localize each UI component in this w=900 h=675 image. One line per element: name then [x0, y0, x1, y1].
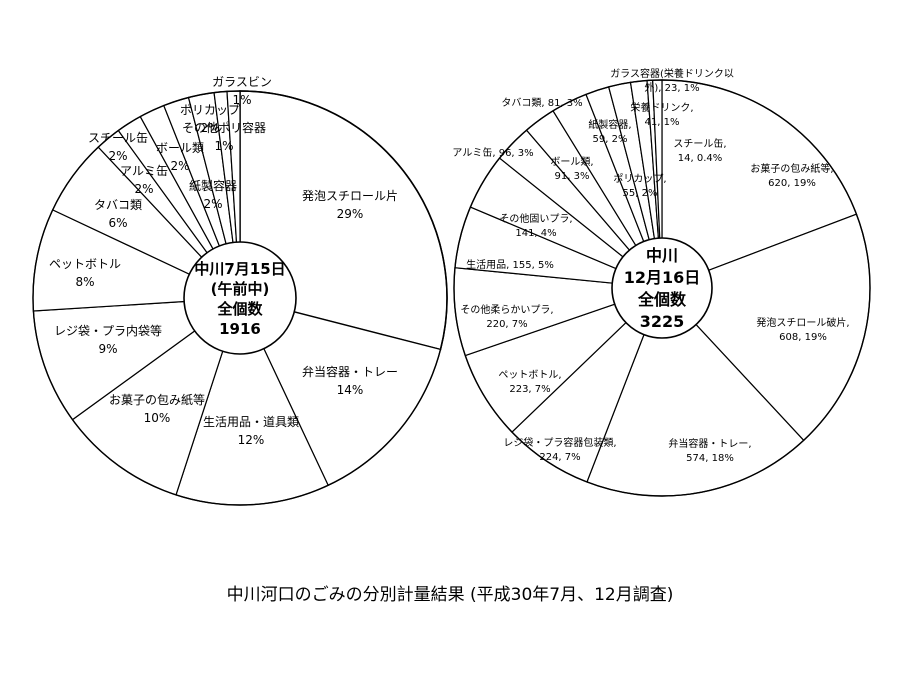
pie-slice-label: 紙製容器,59, 2%	[588, 118, 631, 145]
pie-outline	[32, 90, 448, 506]
pie-center-label: 12月16日	[624, 268, 701, 287]
pie-slice-label: 発泡スチロール破片,608, 19%	[756, 316, 849, 343]
pie-slice-label: その他柔らかいプラ,220, 7%	[460, 303, 553, 330]
pie-center-label: 全個数	[637, 290, 687, 309]
pie-slice-label: 栄養ドリンク,41, 1%	[630, 101, 693, 128]
pie-center-label: (午前中)	[211, 280, 270, 298]
pie-slice-label: ポリカップ,55, 2%	[613, 173, 666, 199]
pie-center-circle	[183, 241, 297, 355]
pie-center-label: 3225	[640, 312, 685, 331]
pie-slice-label: 生活用品, 155, 5%	[466, 258, 554, 271]
pie-slice-label: スチール缶,14, 0.4%	[673, 137, 726, 164]
pie-slice-label: ガラス容器(栄養ドリンク以外), 23, 1%	[610, 67, 734, 94]
pie-outline	[453, 79, 871, 497]
pie-center-label: 全個数	[216, 300, 263, 318]
pie-center-label: 中川	[646, 246, 678, 265]
pie-slice-label: タバコ類, 81, 3%	[501, 97, 582, 109]
pie-center-circle	[611, 237, 713, 339]
pie-slice-label: ボール類,91, 3%	[550, 156, 593, 182]
pie-slice-label: その他固いプラ,141, 4%	[499, 212, 572, 239]
pie-slice-label: ペットボトル,223, 7%	[498, 369, 561, 395]
pie-center-label: 1916	[219, 320, 261, 338]
figure-caption: 中川河口のごみの分別計量結果 (平成30年7月、12月調査)	[226, 585, 674, 605]
pie-slice-label: 弁当容器・トレー,574, 18%	[668, 437, 751, 464]
pie-center-label: 中川7月15日	[194, 260, 285, 278]
pie-slice-label: レジ袋・プラ容器包装類,224, 7%	[503, 436, 616, 463]
pie-slice-label: アルミ缶, 96, 3%	[452, 146, 533, 159]
pie-slice-label: お菓子の包み紙等,620, 19%	[750, 162, 833, 189]
